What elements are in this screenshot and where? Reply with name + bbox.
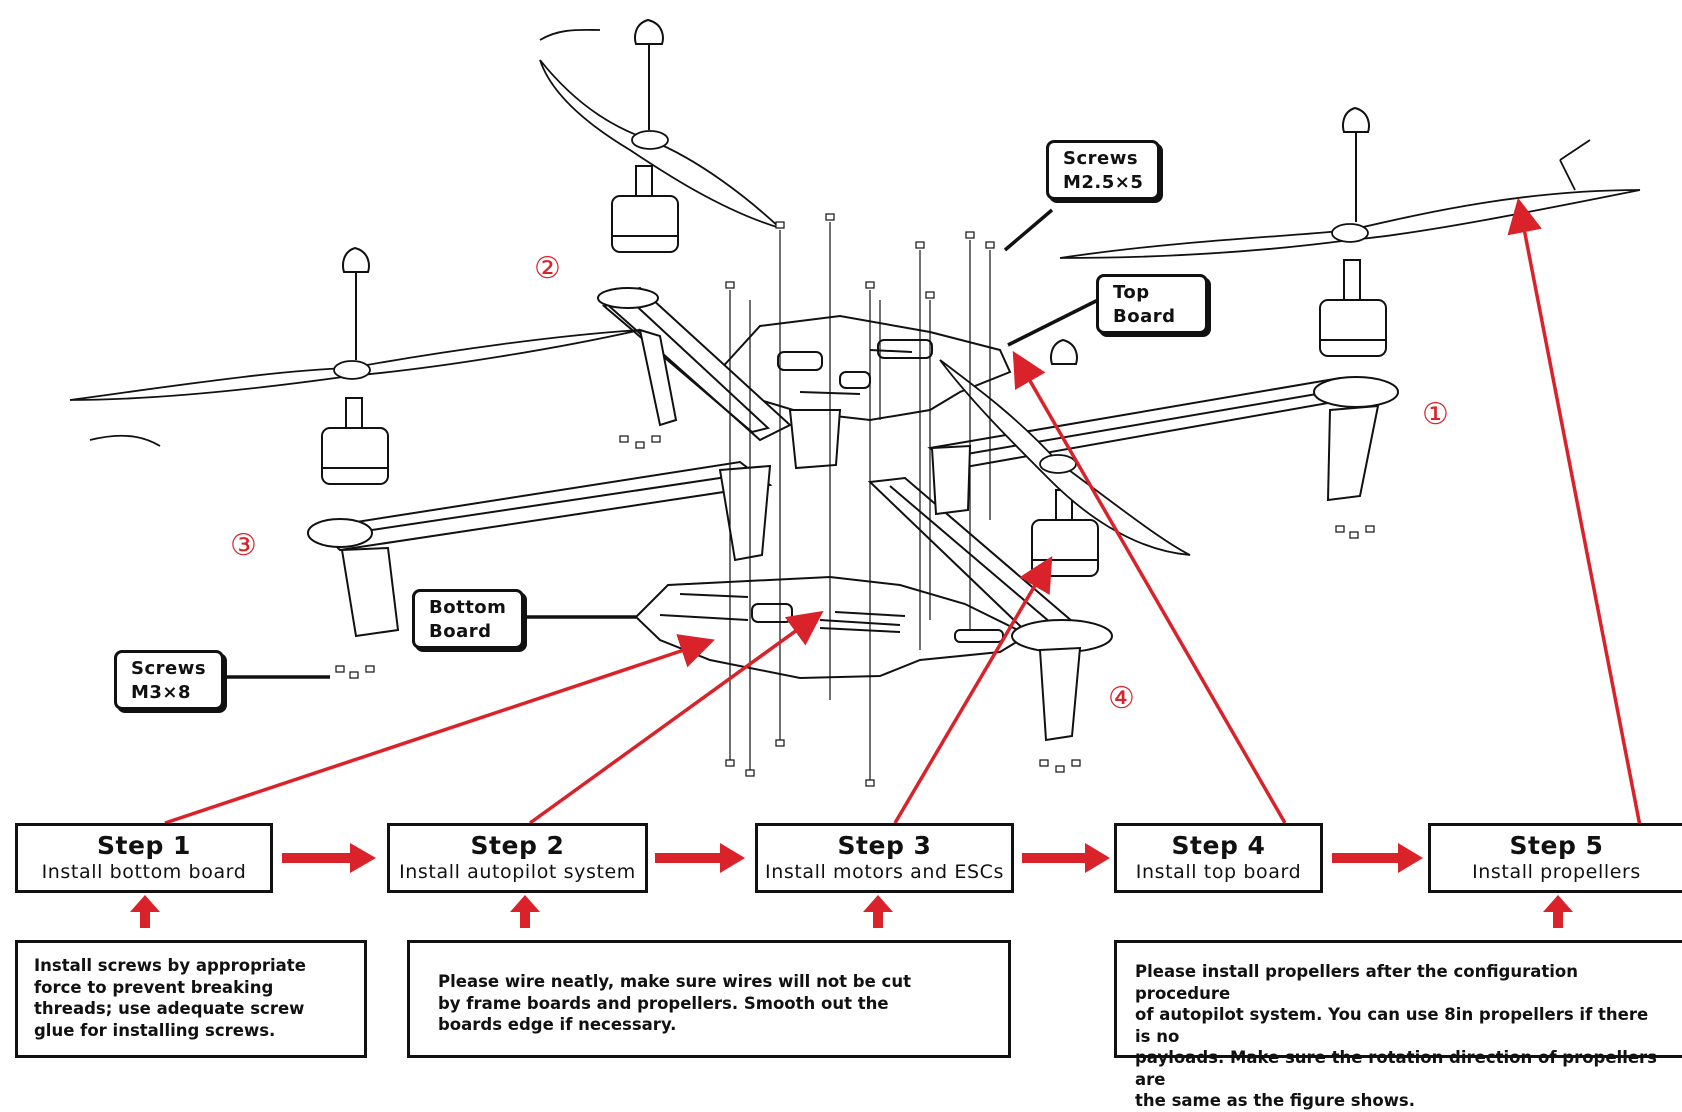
step-pointer-arrows [164,197,1642,827]
step-title: Step 3 [837,831,932,860]
step-1-box: Step 1 Install bottom board [15,823,273,893]
note-line: Please install propellers after the conf… [1135,962,1579,1003]
callout-label: Screws [131,658,207,679]
note-up-arrows [130,895,1573,928]
screws [335,213,1375,787]
arm-number-4: ④ [1108,681,1135,716]
note-line: by frame boards and propellers. Smooth o… [438,993,889,1013]
callout-screws-m3x8: Screws M3×8 [114,650,224,710]
callout-label: Board [429,621,492,642]
callout-leaders [224,208,1099,679]
motors [321,165,1387,577]
arm-number-1: ① [1422,397,1449,432]
note-line: glue for installing screws. [34,1020,276,1040]
callout-label: Board [1113,306,1176,327]
callout-label: M3×8 [131,682,192,703]
flow-arrows [282,843,1423,873]
propellers [69,28,1641,556]
callout-label: Bottom [429,597,507,618]
step-5-box: Step 5 Install propellers [1428,823,1682,893]
step-4-box: Step 4 Install top board [1114,823,1323,893]
note-line: Install screws by appropriate [34,956,306,975]
step-title: Step 5 [1509,831,1604,860]
step-subtitle: Install bottom board [41,861,247,883]
arm-number-3: ③ [230,528,257,563]
step-subtitle: Install autopilot system [399,861,636,883]
callout-screws-m2-5x5: Screws M2.5×5 [1046,140,1160,200]
motor-2 [611,165,679,253]
motor-3 [321,397,389,485]
bottom-board [634,575,1031,680]
note-screws: Install screws by appropriate force to p… [15,940,367,1058]
step-subtitle: Install propellers [1472,861,1641,883]
step-title: Step 1 [97,831,191,860]
note-wiring: Please wire neatly, make sure wires will… [407,940,1011,1058]
motor-1 [1319,259,1387,357]
note-line: the same as the figure shows. [1135,1091,1416,1110]
frame-arms [307,286,1399,742]
note-line: of autopilot system. You can use 8in pro… [1135,1005,1649,1046]
note-line: force to prevent breaking [34,977,274,997]
step-2-box: Step 2 Install autopilot system [387,823,648,893]
note-line: boards edge if necessary. [438,1015,677,1034]
note-line: payloads. Make sure the rotation directi… [1135,1048,1658,1089]
callout-label: Top [1113,282,1150,303]
note-line: threads; use adequate screw [34,999,305,1018]
note-propellers: Please install propellers after the conf… [1114,940,1682,1110]
callout-top-board: Top Board [1096,274,1208,334]
frame-assembly-diagram: ① ② ③ ④ [69,18,1642,1037]
step-title: Step 4 [1171,831,1266,860]
arm-number-2: ② [534,251,561,286]
top-board [716,314,1012,422]
callout-bottom-board: Bottom Board [412,589,524,649]
note-line: Please wire neatly, make sure wires will… [438,972,911,991]
step-3-box: Step 3 Install motors and ESCs [755,823,1014,893]
prop-nuts [342,18,1370,365]
step-subtitle: Install top board [1135,861,1302,883]
callout-label: M2.5×5 [1063,172,1144,193]
step-title: Step 2 [470,831,565,860]
step-subtitle: Install motors and ESCs [764,861,1004,883]
callout-label: Screws [1063,148,1139,169]
